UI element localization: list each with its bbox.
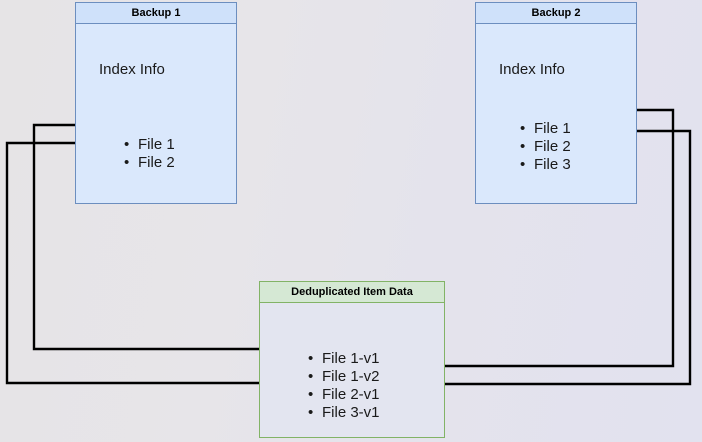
list-item[interactable]: File 2 bbox=[520, 138, 571, 156]
backup1-index-info-label: Index Info bbox=[99, 61, 165, 78]
dedup-body: File 1-v1 File 1-v2 File 2-v1 File 3-v1 bbox=[260, 303, 444, 437]
list-item[interactable]: File 1 bbox=[520, 120, 571, 138]
backup2-node[interactable]: Backup 2 Index Info File 1 File 2 File 3 bbox=[475, 2, 637, 204]
list-item[interactable]: File 3-v1 bbox=[308, 404, 380, 422]
dedup-node[interactable]: Deduplicated Item Data File 1-v1 File 1-… bbox=[259, 281, 445, 438]
list-item[interactable]: File 1-v2 bbox=[308, 368, 380, 386]
list-item[interactable]: File 1-v1 bbox=[308, 350, 380, 368]
backup2-index-info-label: Index Info bbox=[499, 61, 565, 78]
backup2-body: Index Info File 1 File 2 File 3 bbox=[476, 24, 636, 203]
backup1-body: Index Info File 1 File 2 bbox=[76, 24, 236, 203]
list-item[interactable]: File 2 bbox=[124, 154, 175, 172]
backup1-title: Backup 1 bbox=[76, 3, 236, 24]
list-item[interactable]: File 2-v1 bbox=[308, 386, 380, 404]
dedup-title: Deduplicated Item Data bbox=[260, 282, 444, 303]
dedup-file-list: File 1-v1 File 1-v2 File 2-v1 File 3-v1 bbox=[308, 350, 380, 422]
backup1-node[interactable]: Backup 1 Index Info File 1 File 2 bbox=[75, 2, 237, 204]
list-item[interactable]: File 1 bbox=[124, 136, 175, 154]
list-item[interactable]: File 3 bbox=[520, 156, 571, 174]
backup2-file-list: File 1 File 2 File 3 bbox=[520, 120, 571, 174]
backup2-title: Backup 2 bbox=[476, 3, 636, 24]
backup1-file-list: File 1 File 2 bbox=[124, 136, 175, 172]
